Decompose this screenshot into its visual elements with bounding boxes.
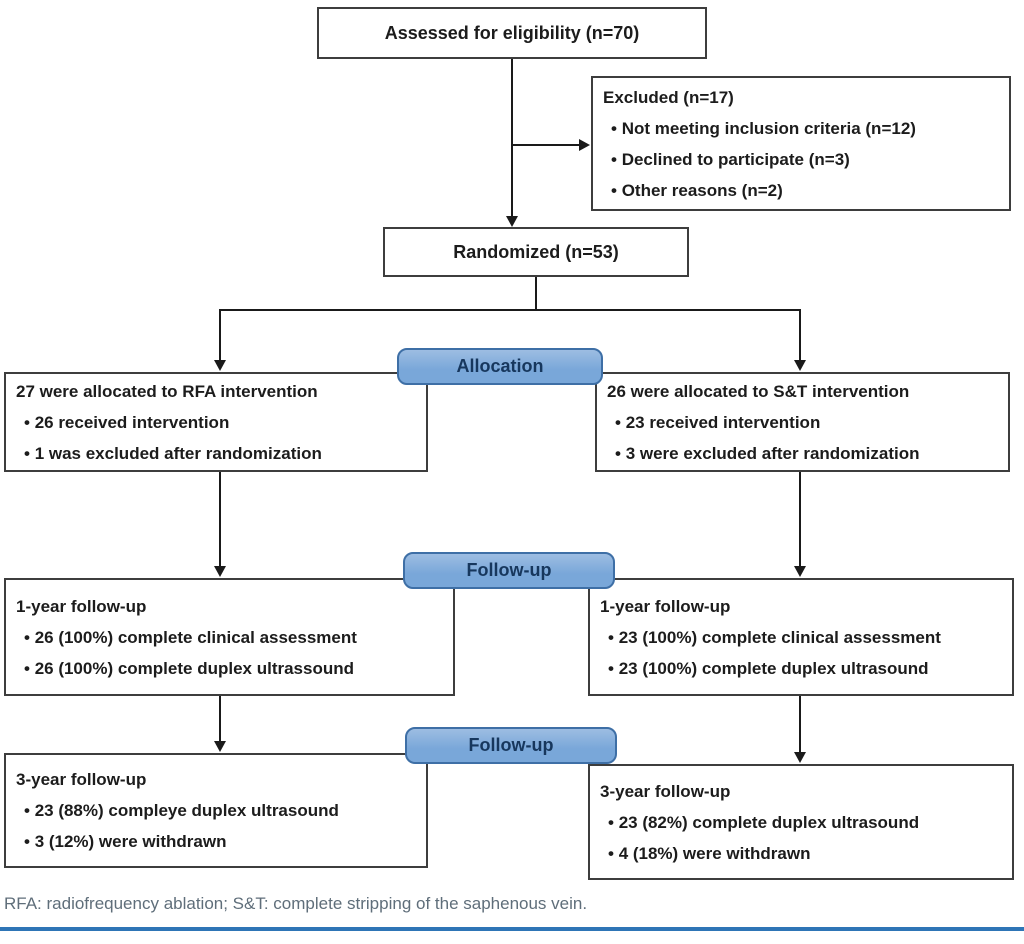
- followup1-st-item: 23 (100%) complete clinical assessment: [600, 622, 1002, 653]
- allocation-st-title: 26 were allocated to S&T intervention: [607, 381, 910, 401]
- followup1-rfa-box: 1-year follow-up 26 (100%) complete clin…: [4, 578, 455, 696]
- arrowhead-down: [794, 360, 806, 371]
- arrowhead-down: [794, 566, 806, 577]
- assessed-eligibility-text: Assessed for eligibility (n=70): [384, 22, 640, 43]
- followup2-st-box: 3-year follow-up 23 (82%) complete duple…: [588, 764, 1014, 880]
- followup2-rfa-title: 3-year follow-up: [16, 770, 147, 789]
- allocation-rfa-title: 27 were allocated to RFA intervention: [16, 381, 318, 401]
- followup2-rfa-box: 3-year follow-up 23 (88%) compleye duple…: [4, 753, 428, 868]
- followup2-st-item: 4 (18%) were withdrawn: [600, 838, 1002, 869]
- arrowhead-down: [506, 216, 518, 227]
- followup1-stage-label: Follow-up: [466, 560, 552, 580]
- excluded-box: Excluded (n=17) Not meeting inclusion cr…: [591, 76, 1011, 211]
- allocation-st-box: 26 were allocated to S&T intervention 23…: [595, 372, 1010, 472]
- randomized-text: Randomized (n=53): [453, 241, 619, 262]
- excluded-item: Other reasons (n=2): [603, 175, 999, 206]
- arrowhead-down: [214, 741, 226, 752]
- followup1-rfa-item: 26 (100%) complete clinical assessment: [16, 622, 443, 653]
- followup2-stage-pill: Follow-up: [405, 727, 617, 764]
- allocation-st-item: 23 received intervention: [607, 407, 998, 438]
- allocation-rfa-item: 1 was excluded after randomization: [16, 438, 416, 469]
- followup1-st-title: 1-year follow-up: [600, 596, 731, 616]
- arrowhead-right: [579, 139, 590, 151]
- followup2-stage-label: Follow-up: [468, 735, 554, 755]
- allocation-stage-pill: Allocation: [397, 348, 603, 385]
- followup2-rfa-item: 3 (12%) were withdrawn: [16, 826, 416, 857]
- followup2-st-title: 3-year follow-up: [600, 781, 731, 801]
- followup1-rfa-item: 26 (100%) complete duplex ultrassound: [16, 653, 443, 684]
- allocation-st-item: 3 were excluded after randomization: [607, 438, 998, 469]
- allocation-rfa-box: 27 were allocated to RFA intervention 26…: [4, 372, 428, 472]
- figure-caption: RFA: radiofrequency ablation; S&T: compl…: [4, 894, 588, 913]
- excluded-title: Excluded (n=17): [603, 87, 734, 107]
- excluded-item: Declined to participate (n=3): [603, 144, 999, 175]
- randomized-box: Randomized (n=53): [383, 227, 689, 277]
- arrowhead-down: [214, 566, 226, 577]
- allocation-rfa-item: 26 received intervention: [16, 407, 416, 438]
- arrowhead-down: [794, 752, 806, 763]
- allocation-stage-label: Allocation: [456, 356, 544, 376]
- arrowhead-down: [214, 360, 226, 371]
- followup2-st-item: 23 (82%) complete duplex ultrasound: [600, 807, 1002, 838]
- followup1-stage-pill: Follow-up: [403, 552, 615, 589]
- followup1-st-item: 23 (100%) complete duplex ultrasound: [600, 653, 1002, 684]
- excluded-item: Not meeting inclusion criteria (n=12): [603, 113, 999, 144]
- followup1-rfa-title: 1-year follow-up: [16, 596, 147, 616]
- bottom-divider: [0, 927, 1024, 931]
- followup2-rfa-item: 23 (88%) compleye duplex ultrasound: [16, 795, 416, 826]
- followup1-st-box: 1-year follow-up 23 (100%) complete clin…: [588, 578, 1014, 696]
- assessed-eligibility-box: Assessed for eligibility (n=70): [317, 7, 707, 59]
